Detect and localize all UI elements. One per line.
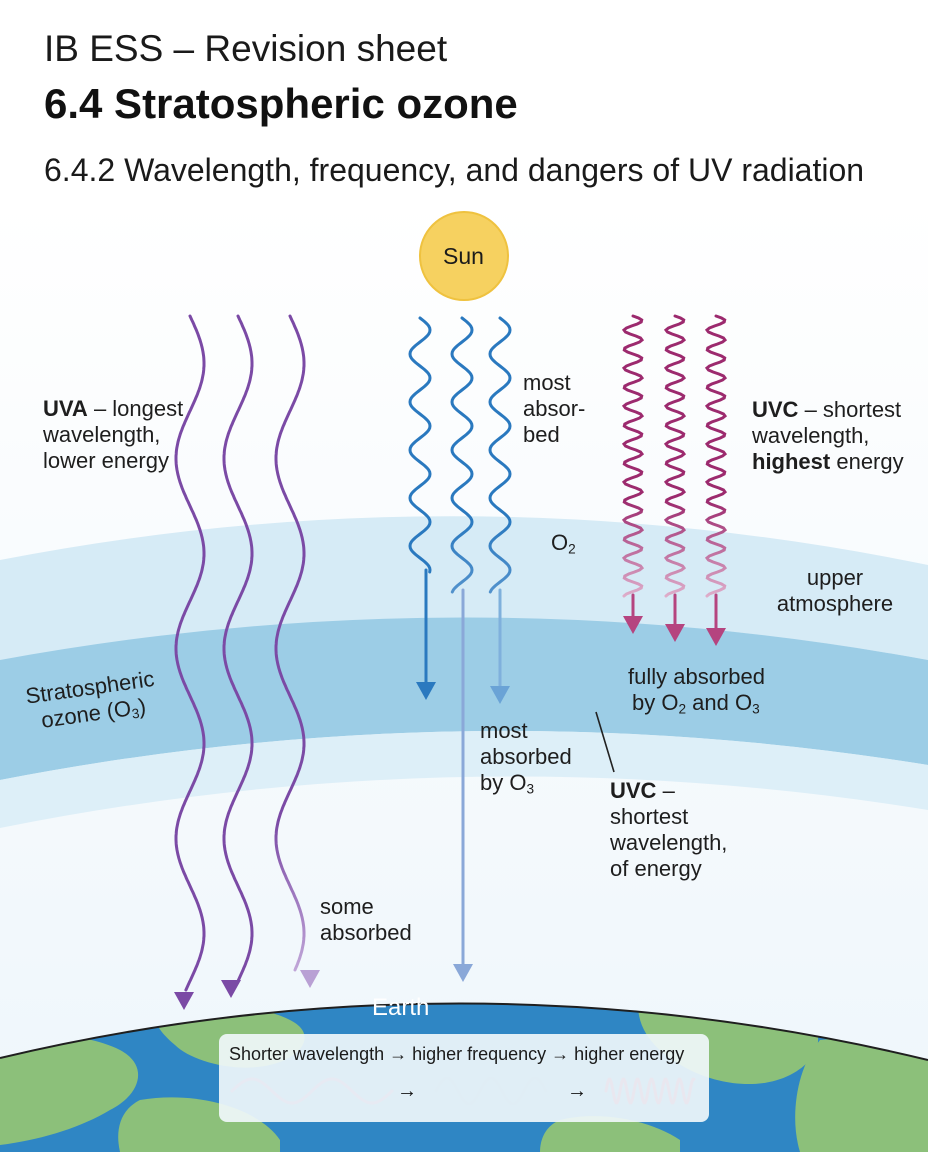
uva-label: UVA – longest wavelength, lower energy xyxy=(43,396,184,473)
uvb-ray xyxy=(488,316,512,594)
uva-ray xyxy=(174,314,206,992)
upper-atmosphere-label: upper atmosphere xyxy=(776,565,894,616)
uvc-label: UVC – shortest wavelength, highest energ… xyxy=(752,397,904,474)
course-title: IB ESS – Revision sheet xyxy=(44,28,448,69)
uva-ray xyxy=(274,314,306,972)
topic-title: 6.4 Stratospheric ozone xyxy=(44,80,518,127)
sun-icon xyxy=(419,211,509,301)
uvb-ray xyxy=(450,316,474,594)
uva-ray xyxy=(222,314,254,982)
earth-label: Earth xyxy=(372,994,430,1021)
uvb-arrowheads xyxy=(416,682,510,982)
legend-arrow-icon: → xyxy=(397,1080,417,1102)
uvb-ray xyxy=(408,316,432,574)
sun-label: Sun xyxy=(443,243,484,269)
uvc-ray xyxy=(621,314,645,598)
legend-box: Shorter wavelength → higher frequency → … xyxy=(219,1034,709,1122)
fully-absorbed-label: fully absorbed by O2 and O3 xyxy=(628,664,765,717)
most-absorbed-top-label: most absor- bed xyxy=(523,370,586,447)
uvc-rays xyxy=(621,314,728,632)
uvc-arrowheads xyxy=(623,616,726,646)
most-absorbed-o3-label: most absorbed by O3 xyxy=(480,718,572,797)
uvc-lower-label: UVC – shortest wavelength, of energy xyxy=(610,778,728,881)
uvc-ray xyxy=(704,314,728,598)
leader-line xyxy=(595,711,615,773)
uva-rays xyxy=(174,314,306,992)
uvc-ray xyxy=(663,314,687,598)
legend-arrow-icon: → xyxy=(567,1080,587,1102)
legend-text: Shorter wavelength → higher frequency → … xyxy=(229,1044,685,1064)
o2-label: O2 xyxy=(551,530,576,557)
uvb-rays xyxy=(408,316,512,968)
uva-arrowheads xyxy=(174,970,320,1010)
section-title: 6.4.2 Wavelength, frequency, and dangers… xyxy=(44,152,865,188)
some-absorbed-label: some absorbed xyxy=(320,894,412,945)
